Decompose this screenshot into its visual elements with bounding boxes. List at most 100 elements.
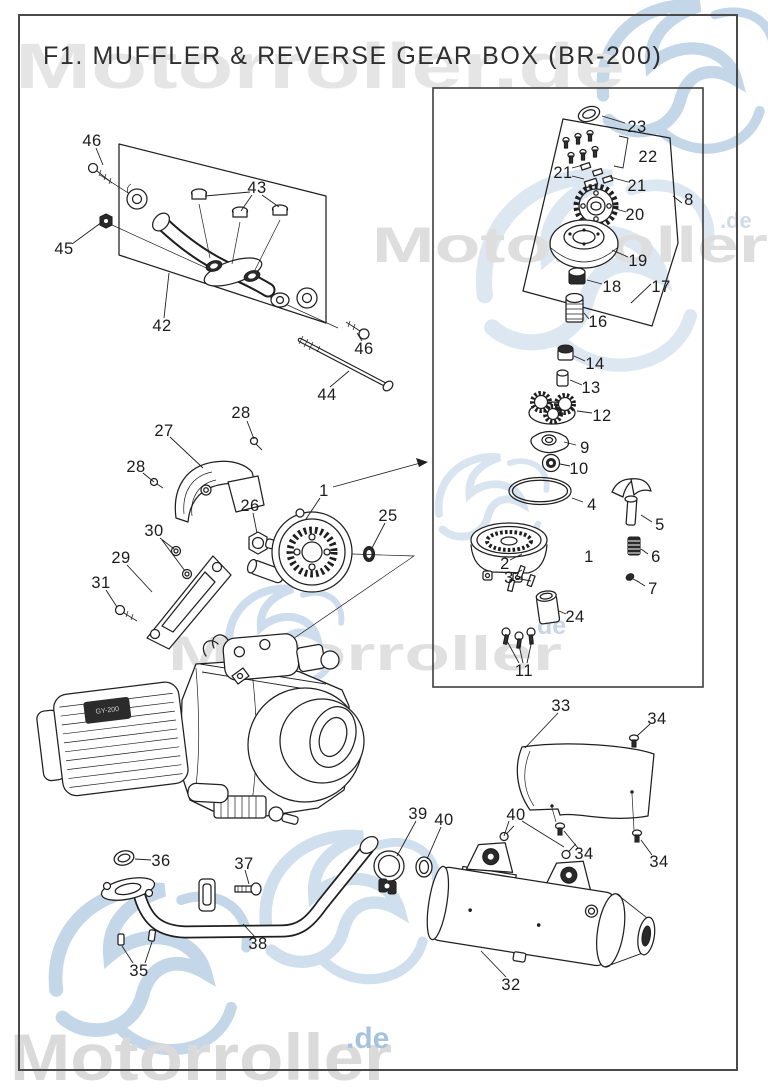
part-label-1: 1 xyxy=(319,482,329,500)
valve-caps-43 xyxy=(190,188,289,273)
part-label-40: 40 xyxy=(506,806,525,824)
part-label-16: 16 xyxy=(588,313,607,331)
rod-44 xyxy=(297,335,394,392)
page-border xyxy=(18,14,738,1071)
drum-pulley-19 xyxy=(549,219,619,269)
stud-set-35 xyxy=(117,929,157,946)
bracket-29 xyxy=(146,555,232,650)
part-label-46: 46 xyxy=(354,340,373,358)
part-labels: 46 45 43 42 46 44 28 27 28 26 1 25 30 29… xyxy=(54,118,693,994)
muffler-32 xyxy=(426,825,656,968)
part-label-34: 34 xyxy=(647,710,666,728)
muffler-bolts-40 xyxy=(499,825,577,860)
part-label-29: 29 xyxy=(111,549,130,567)
part-label-44: 44 xyxy=(317,386,336,404)
page-title: F1. MUFFLER & REVERSE GEAR BOX (BR-200) xyxy=(43,42,662,70)
part-label-13: 13 xyxy=(581,379,600,397)
part-label-35: 35 xyxy=(129,962,148,980)
part-label-14: 14 xyxy=(585,355,604,373)
watermark-layer: Motorroller.de Motorroller .de Motorroll… xyxy=(10,5,768,1088)
screw-34-top xyxy=(628,734,640,748)
sleeve-24 xyxy=(535,590,561,625)
part-label-39: 39 xyxy=(408,805,427,823)
logo-swirl-icon xyxy=(266,836,437,979)
rubber-bushing xyxy=(126,183,148,210)
exploded-panel-outline xyxy=(118,143,327,324)
part-label-21: 21 xyxy=(627,177,646,195)
part-label-28: 28 xyxy=(126,458,145,476)
exploded-panel-outline xyxy=(522,118,679,327)
nut-26 xyxy=(248,531,268,555)
heat-shield-27 xyxy=(174,460,265,523)
shift-fork-5 xyxy=(611,478,652,526)
detail-box-outline xyxy=(432,87,704,688)
part-label-45: 45 xyxy=(54,240,73,258)
bolt-46-top xyxy=(87,162,113,185)
seal-ring-23 xyxy=(577,105,601,123)
part-label-40: 40 xyxy=(434,811,453,829)
o-ring-4 xyxy=(508,476,572,506)
part-label-11: 11 xyxy=(515,662,533,680)
part-label-33: 33 xyxy=(551,697,570,715)
part-label-10: 10 xyxy=(569,460,588,478)
part-label-31: 31 xyxy=(91,574,110,592)
pin-7 xyxy=(625,573,640,583)
part-label-34: 34 xyxy=(649,853,668,871)
bracket-and-bolt-37 xyxy=(198,878,262,912)
part-label-20: 20 xyxy=(625,206,644,224)
bolt-28-left xyxy=(149,477,164,489)
watermark-top: Motorroller.de xyxy=(15,30,625,102)
part-label-46: 46 xyxy=(82,132,101,150)
gasket-36 xyxy=(113,850,135,866)
bolt-set-22 xyxy=(562,129,629,169)
part-label-19: 19 xyxy=(628,252,647,270)
leader-lines xyxy=(71,115,683,978)
part-label-5: 5 xyxy=(655,516,665,534)
part-label-42: 42 xyxy=(152,317,171,335)
screw-34-right xyxy=(631,829,643,843)
part-label-12: 12 xyxy=(592,407,611,425)
bolt-set-11 xyxy=(501,627,536,649)
plate-9 xyxy=(530,430,570,454)
converter-and-brackets xyxy=(114,436,416,679)
part-label-30: 30 xyxy=(144,522,163,540)
washer-25 xyxy=(362,545,376,563)
housing-1 xyxy=(470,522,548,583)
muffler-shield-33 xyxy=(516,743,655,819)
header-pipe-38 xyxy=(100,836,379,939)
part-label-18: 18 xyxy=(602,278,621,296)
part-label-38: 38 xyxy=(248,935,267,953)
bolt-28-right xyxy=(249,436,263,451)
engine-stamp xyxy=(83,696,132,724)
gear-carrier-12 xyxy=(528,391,576,425)
nut-set-30 xyxy=(170,545,193,580)
part-label-27: 27 xyxy=(154,422,173,440)
part-label-25: 25 xyxy=(378,507,397,525)
gearbox-exploded-view xyxy=(432,87,704,688)
watermark-tld: .de xyxy=(346,1022,389,1055)
part-label-37: 37 xyxy=(234,855,253,873)
rubber-bushing xyxy=(296,287,318,309)
manifold-assembly-illustration xyxy=(87,143,394,392)
part-label-32: 32 xyxy=(501,976,520,994)
arrowhead xyxy=(416,458,428,467)
part-label-4: 4 xyxy=(587,496,597,514)
spring-6 xyxy=(627,536,641,556)
clamp-39 xyxy=(373,850,405,895)
part-label-2: 2 xyxy=(500,555,510,573)
part-label-23: 23 xyxy=(627,118,646,136)
screw-34-mid xyxy=(554,822,566,836)
bolt-46-bottom xyxy=(345,320,370,340)
spacer-13 xyxy=(556,369,569,387)
part-label-9: 9 xyxy=(580,439,590,457)
manifold-ports xyxy=(205,260,261,282)
part-label-34: 34 xyxy=(574,845,593,863)
bearing-10 xyxy=(541,453,561,473)
part-label-3: 3 xyxy=(504,569,514,587)
engine-marking: GY-200 xyxy=(95,706,119,716)
part-label-7: 7 xyxy=(648,580,658,598)
part-label-28: 28 xyxy=(231,404,250,422)
part-label-43: 43 xyxy=(247,179,266,197)
